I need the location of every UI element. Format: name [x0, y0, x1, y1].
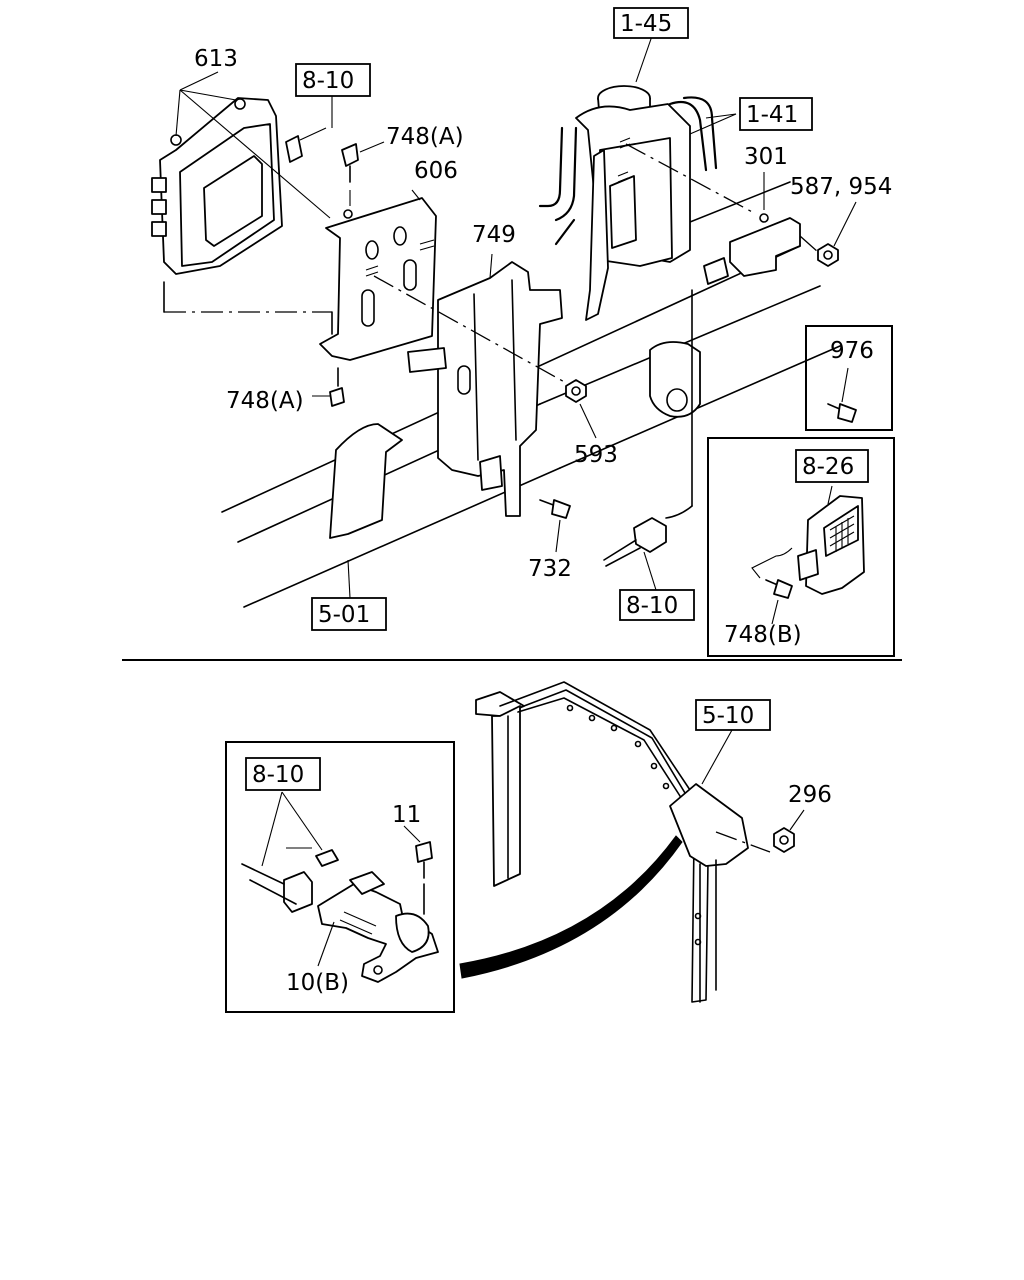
ref-1-45: 1-45 [620, 11, 672, 37]
nut-593 [565, 379, 597, 439]
harness-plug [603, 517, 667, 591]
inset-sensor [225, 741, 455, 1013]
bolt-732 [539, 499, 571, 553]
ref-5-01: 5-01 [318, 602, 370, 628]
label-976: 976 [830, 338, 874, 364]
sensor-10b [317, 871, 439, 983]
relay-unit [751, 485, 865, 595]
bolt-11 [403, 825, 433, 915]
fuel-tank-assembly [538, 35, 737, 321]
label-11: 11 [392, 802, 421, 828]
ref-box-8-10-upper [295, 63, 371, 97]
crossmember-5-10 [475, 681, 771, 1003]
ref-box-5-10 [695, 699, 771, 731]
ref-5-10: 5-10 [702, 703, 754, 729]
label-301: 301 [744, 144, 788, 170]
ref-box-5-01 [311, 597, 387, 631]
ecu-connector [285, 135, 303, 163]
label-606: 606 [414, 158, 458, 184]
label-613: 613 [194, 46, 238, 72]
ref-box-8-10-inset [245, 757, 321, 791]
bolt-748a-lower [312, 367, 345, 407]
label-593: 593 [574, 442, 618, 468]
ref-box-1-45 [613, 7, 689, 39]
bracket-606 [319, 189, 437, 361]
ref-8-10-inset: 8-10 [252, 762, 304, 788]
nut-296 [773, 809, 805, 853]
ecu-unit [151, 97, 333, 335]
harness-band [459, 835, 683, 979]
label-296: 296 [788, 782, 832, 808]
ref-box-8-26 [795, 449, 869, 483]
sensor-connectors [241, 791, 339, 913]
ref-1-41: 1-41 [746, 102, 798, 128]
bolt-748a-upper [341, 141, 385, 183]
label-748a-lower: 748(A) [226, 388, 304, 414]
ref-8-10-upper: 8-10 [302, 68, 354, 94]
nut-587-954 [799, 201, 857, 267]
label-748a-upper: 748(A) [386, 124, 464, 150]
bolt-748b [765, 579, 793, 625]
inset-976 [805, 325, 893, 431]
bolt-976 [827, 367, 857, 423]
frame-gusset [329, 423, 403, 539]
inset-relay [707, 437, 895, 657]
label-749: 749 [472, 222, 516, 248]
label-10b: 10(B) [286, 970, 349, 996]
ref-8-26: 8-26 [802, 454, 854, 480]
ref-box-1-41 [739, 97, 813, 131]
bracket-749 [407, 253, 563, 517]
label-587-954: 587, 954 [790, 174, 892, 200]
label-732: 732 [528, 556, 572, 582]
part-301 [625, 143, 801, 519]
ref-8-10-harness: 8-10 [626, 593, 678, 619]
ref-box-8-10-harness [619, 589, 695, 621]
label-748b: 748(B) [724, 622, 802, 648]
